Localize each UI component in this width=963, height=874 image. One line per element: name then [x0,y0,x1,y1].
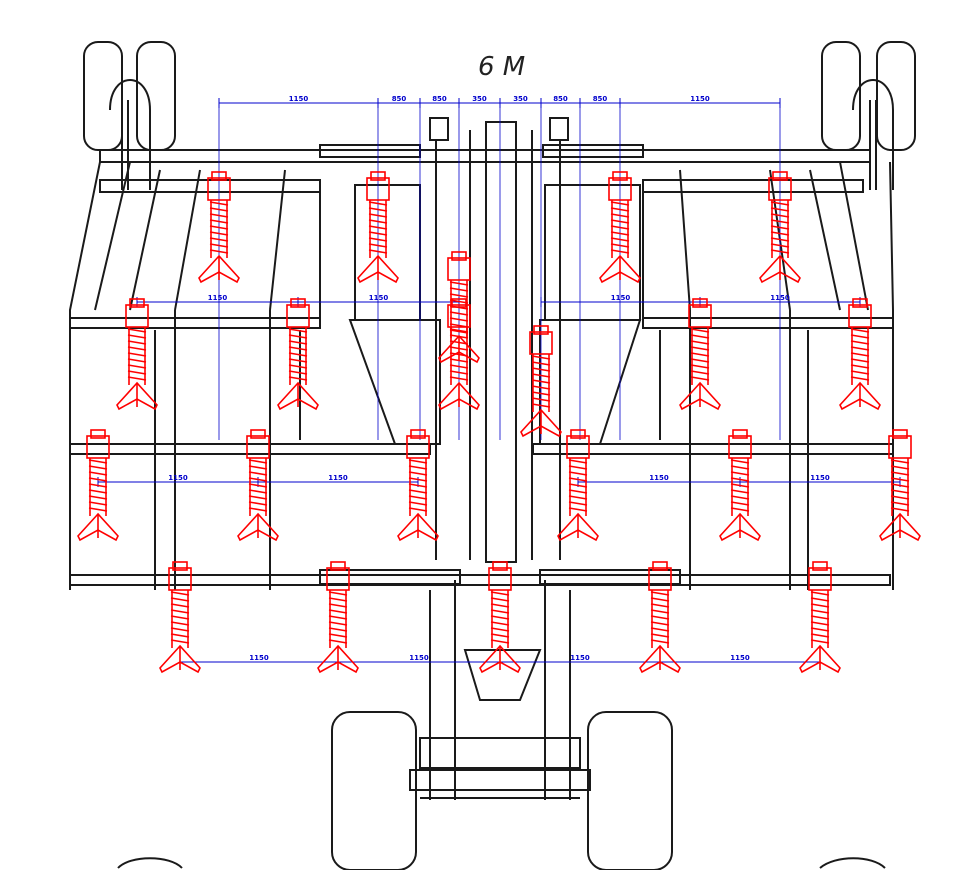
dimension-label: 1150 [611,294,631,302]
tine [198,171,240,284]
tine [520,325,562,438]
dimension-top: 850 [377,95,421,108]
dimension-row2: 1150 [297,294,460,307]
tine [479,561,521,674]
dimension-label: 1150 [409,654,429,662]
tine [277,298,319,411]
dimension-top: 850 [540,95,581,108]
dimension-row3: 1150 [739,474,901,487]
tine [799,561,841,674]
width-title: 6 M [478,52,526,82]
dimension-row2: 1150 [136,294,299,307]
rear-tire-left-outer [83,41,123,151]
tine [839,298,881,411]
tine [397,429,439,542]
tine [116,298,158,411]
dimension-label: 1150 [168,474,188,482]
tine [679,298,721,411]
dimension-row3: 1150 [577,474,741,487]
front-tire-right [587,711,673,871]
dimension-label: 1150 [649,474,669,482]
dimension-label: 1150 [690,95,710,103]
dimension-top: 1150 [619,95,781,108]
dimension-row3: 1150 [257,474,419,487]
dimension-label: 1150 [289,95,309,103]
tine [719,429,761,542]
tine [317,561,359,674]
tine [77,429,119,542]
dimension-label: 1150 [328,474,348,482]
dimension-top: 850 [579,95,621,108]
tine [159,561,201,674]
dimension-top: 350 [458,95,501,108]
tine [357,171,399,284]
dimension-label: 1150 [570,654,590,662]
dimension-label: 850 [432,95,447,103]
tines [77,171,921,674]
tine [438,251,480,364]
dimension-label: 1150 [249,654,269,662]
dimension-row4: 1150 [179,654,339,667]
dimension-row3: 1150 [97,474,259,487]
dimension-label: 1150 [208,294,228,302]
dimension-top: 350 [499,95,542,108]
dimension-row4: 1150 [337,654,501,667]
tine [237,429,279,542]
dimension-label: 1150 [770,294,790,302]
dimension-label: 350 [513,95,528,103]
tine [599,171,641,284]
dimension-label: 850 [553,95,568,103]
rear-tire-left-inner [136,41,176,151]
frame [69,41,916,871]
dimension-label: 1150 [730,654,750,662]
dimension-label: 850 [392,95,407,103]
tine [879,429,921,542]
dimension-row2: 1150 [540,294,701,307]
tine [759,171,801,284]
dimension-label: 350 [472,95,487,103]
rear-tire-right-outer [876,41,916,151]
tine [639,561,681,674]
dimension-row4: 1150 [659,654,821,667]
front-tire-left [331,711,417,871]
dimension-top: 1150 [218,95,379,108]
dimension-label: 1150 [369,294,389,302]
dimension-top: 850 [419,95,460,108]
dimension-label: 1150 [810,474,830,482]
tine [557,429,599,542]
dimension-label: 850 [593,95,608,103]
dimension-row4: 1150 [499,654,661,667]
